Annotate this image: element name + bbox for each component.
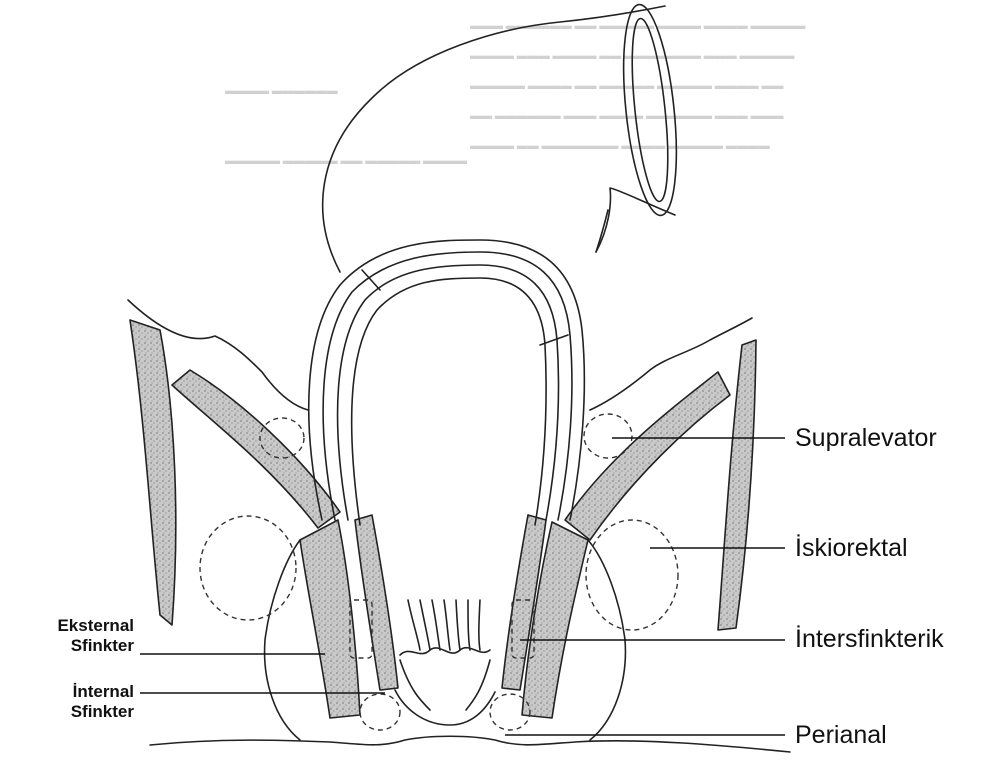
label-eksternal-line1: Eksternal	[6, 616, 134, 636]
rectal-wall-outer-2	[323, 252, 572, 520]
perineal-skin	[150, 736, 790, 752]
label-internal-line2: Sfinkter	[6, 702, 134, 722]
label-intersfinkterik: İntersfinkterik	[795, 625, 944, 654]
anal-columns	[408, 600, 480, 650]
sigmoid-colon	[323, 6, 665, 272]
perianal-space-left	[360, 694, 400, 730]
label-eksternal-sfinkter: Eksternal Sfinkter	[6, 616, 134, 656]
label-internal-sfinkter: İnternal Sfinkter	[6, 682, 134, 722]
label-iskiorektal: İskiorektal	[795, 534, 908, 563]
external-sphincter-left	[300, 520, 360, 718]
label-eksternal-line2: Sfinkter	[6, 636, 134, 656]
rectal-lumen	[352, 278, 546, 525]
ischiorectal-space-right	[586, 520, 678, 630]
levator-ani-left	[172, 370, 340, 528]
label-internal-line1: İnternal	[6, 682, 134, 702]
levator-ani-right	[565, 372, 730, 540]
dentate-line	[400, 648, 490, 655]
rectal-wall-outer	[309, 240, 585, 520]
label-perianal: Perianal	[795, 721, 887, 750]
label-supralevator: Supralevator	[795, 424, 937, 453]
ischiorectal-space-left	[200, 516, 296, 620]
rectal-wall-inner	[338, 265, 559, 520]
internal-sphincter-left	[355, 515, 398, 690]
pelvic-wall-left	[130, 320, 176, 625]
